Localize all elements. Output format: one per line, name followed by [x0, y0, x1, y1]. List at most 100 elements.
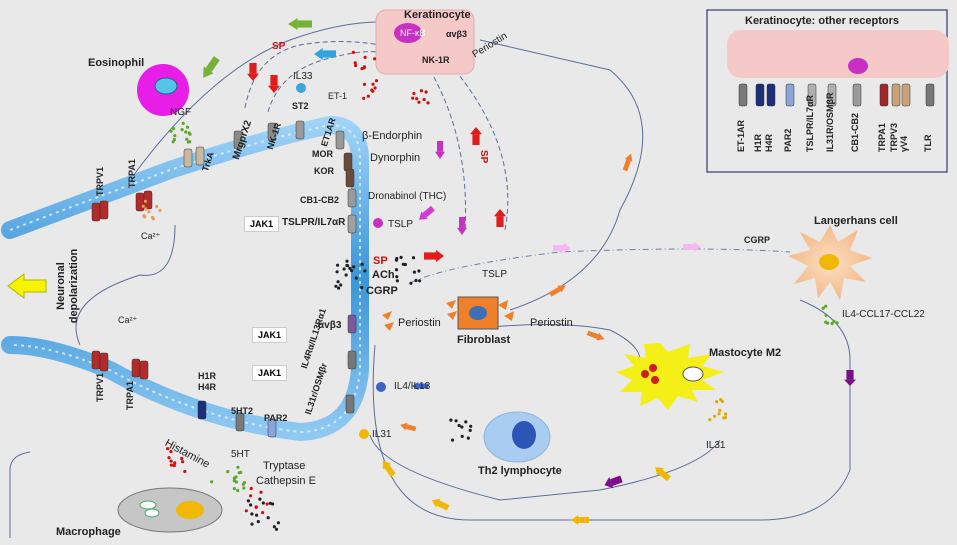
flow-arrow	[571, 515, 589, 525]
mediator-dot	[371, 82, 375, 86]
jak1-box-1: JAK1	[244, 216, 280, 232]
nerve-receptor-shape	[235, 412, 245, 432]
mediator-dot	[832, 319, 836, 323]
flow-arrow	[288, 18, 312, 30]
mediator-dot	[166, 447, 170, 451]
mediator-dot	[464, 420, 468, 424]
mediator-dot	[268, 501, 272, 505]
mediator-dot	[169, 463, 173, 467]
mastocyte-label: Mastocyte M2	[709, 347, 782, 359]
eosinophil-label: Eosinophil	[88, 57, 145, 69]
mediator-dot	[424, 90, 428, 94]
et1-label: ET-1	[328, 91, 348, 101]
mediator-dot	[144, 207, 148, 211]
inset-title: Keratinocyte: other receptors	[745, 15, 900, 27]
inset-receptor-shape	[891, 83, 901, 107]
inset-receptor-shape	[827, 83, 837, 107]
mediator-dot	[399, 255, 403, 259]
mediator-dot	[363, 55, 367, 60]
nerve-receptor-shape	[267, 122, 277, 142]
depolarization-label: Neuronal depolarization	[55, 248, 80, 324]
mediator-dot	[417, 269, 421, 273]
flow-arrow	[435, 141, 445, 159]
mediator-dot	[183, 469, 187, 474]
mediator-dot	[713, 414, 717, 418]
ach-label: ACh	[372, 269, 395, 281]
flow-arrow	[549, 285, 566, 297]
mediator-dot	[232, 476, 236, 480]
mediator-dot	[276, 521, 280, 525]
mediator-dot	[449, 418, 453, 422]
mediator-dot	[186, 140, 190, 144]
mediator-dot	[454, 419, 458, 423]
mediator-dot	[249, 486, 253, 491]
line-bottom-loop	[372, 299, 851, 521]
sp-dash-line-2	[244, 41, 381, 109]
nerve-receptor-shape	[143, 190, 153, 210]
h1r-label: H1R	[198, 371, 217, 381]
mediator-dot	[412, 270, 416, 274]
mediator-dot	[345, 259, 349, 263]
endorphin-label: β-Endorphin	[362, 130, 423, 142]
mediator-dot	[468, 428, 472, 432]
flow-arrow	[268, 75, 280, 93]
mastocyte-nucleus	[682, 366, 704, 382]
nerve-receptor-shape	[347, 314, 357, 334]
mediator-dot	[244, 509, 248, 513]
mediator-dot	[411, 96, 415, 100]
chemokines-label: IL4-CCL17-CCL22	[842, 309, 925, 320]
mediator-dot	[265, 502, 269, 506]
mediator-dot	[241, 482, 245, 486]
mediator-dot	[348, 266, 352, 270]
inset-receptor-label: TRPV3	[889, 122, 899, 152]
nerve-receptor-shape	[197, 400, 207, 420]
mediator-dot	[172, 127, 176, 131]
mediator-dot	[250, 512, 254, 516]
nerve-receptor-shape	[335, 130, 345, 150]
mediator-dot	[261, 510, 265, 515]
inset-receptor-label: H1R	[753, 133, 763, 152]
nfkb-label: NF-κB	[400, 28, 426, 38]
mediator-dot	[395, 256, 399, 261]
il33-dot	[296, 83, 306, 93]
mediator-dot	[342, 267, 346, 271]
dynorphin-label: Dynorphin	[370, 152, 421, 164]
mediator-dot	[336, 263, 340, 267]
mediator-dot	[258, 497, 262, 501]
il31-dot	[359, 429, 369, 439]
langerhans-label: Langerhans cell	[814, 215, 898, 227]
mediator-dot	[724, 412, 728, 416]
trpa1-bottom-label: TRPA1	[125, 381, 135, 410]
nerve-receptor-shape	[91, 202, 101, 222]
mediator-dot	[401, 262, 405, 266]
flow-arrow	[494, 209, 506, 227]
ca-top-label: Ca²⁺	[141, 231, 161, 241]
periostin-label-2: Periostin	[530, 317, 573, 329]
mastocyte-cell	[616, 343, 724, 410]
mediator-dot	[261, 501, 265, 505]
mediator-dot	[184, 130, 188, 134]
mediator-dot	[169, 450, 173, 454]
mediator-dot	[143, 215, 147, 219]
inset-receptor-shape	[901, 83, 911, 107]
mediator-dot	[232, 487, 236, 491]
mediator-dot	[370, 88, 374, 92]
jak1-box-3: JAK1	[252, 365, 288, 381]
periostin-marks	[382, 300, 514, 331]
flow-arrow	[419, 205, 435, 220]
sp-dash-line-4	[454, 69, 509, 231]
macrophage-nucleus	[176, 501, 204, 519]
sp-label-2: SP	[478, 150, 489, 164]
mediator-dot	[824, 304, 828, 308]
tslp-label-1: TSLP	[388, 219, 414, 230]
mediator-dot	[373, 57, 377, 61]
mediator-dot	[821, 306, 825, 310]
periostin-label-1: Periostin	[398, 317, 441, 329]
keratinocyte-nucleus	[394, 23, 422, 43]
mediator-dot	[141, 204, 145, 208]
flow-arrow	[412, 382, 428, 390]
mediator-dot	[337, 286, 341, 290]
nerve-receptor-shape	[183, 148, 193, 168]
nerve-receptor-shape	[135, 192, 145, 212]
inset-receptors	[738, 83, 935, 107]
